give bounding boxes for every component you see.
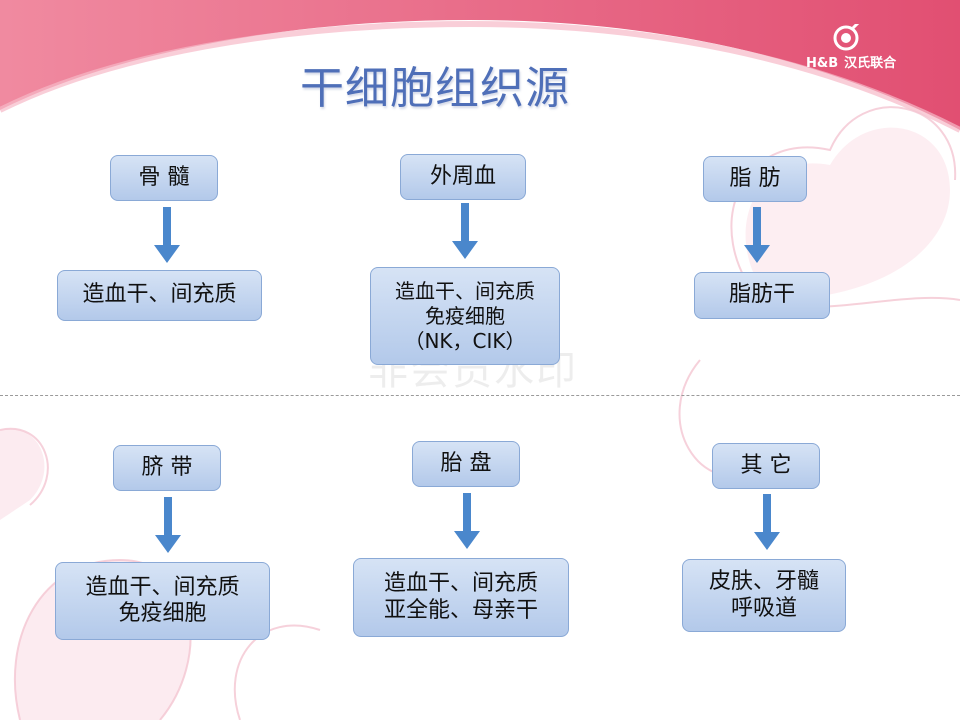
- source-box-umbilical-cord: 脐 带: [113, 445, 221, 491]
- product-line: 呼吸道: [730, 595, 797, 621]
- brand-logo: [833, 24, 860, 51]
- product-box-adipose: 脂肪干: [694, 272, 830, 319]
- product-line: 造血干、间充质: [85, 574, 240, 600]
- product-line: 免疫细胞: [118, 601, 207, 626]
- source-label: 外周血: [429, 163, 496, 189]
- source-label: 其 它: [740, 452, 792, 478]
- product-box-umbilical-cord: 造血干、间充质 免疫细胞: [55, 562, 270, 640]
- page-title: 干细胞组织源: [300, 63, 570, 114]
- source-box-adipose: 脂 肪: [703, 156, 807, 202]
- section-divider: [0, 395, 960, 396]
- product-line: 造血干、间充质: [383, 571, 538, 597]
- product-box-others: 皮肤、牙髓 呼吸道: [682, 559, 846, 632]
- arrow-down-icon: [154, 207, 180, 263]
- arrow-down-icon: [155, 497, 181, 553]
- product-box-peripheral-blood: 造血干、间充质 免疫细胞 （NK，CIK）: [370, 267, 560, 365]
- source-box-placenta: 胎 盘: [412, 441, 520, 487]
- product-box-placenta: 造血干、间充质 亚全能、母亲干: [353, 558, 569, 637]
- product-line: 皮肤、牙髓: [708, 569, 819, 595]
- source-box-peripheral-blood: 外周血: [400, 154, 526, 200]
- product-line: 脂肪干: [728, 282, 795, 308]
- product-line: （NK，CIK）: [404, 328, 526, 353]
- arrow-down-icon: [754, 494, 780, 550]
- source-label: 脐 带: [141, 454, 193, 480]
- brand-name: 汉氏联合: [844, 56, 897, 71]
- source-box-bone-marrow: 骨 髓: [110, 155, 218, 201]
- product-line: 亚全能、母亲干: [383, 597, 538, 623]
- product-line: 造血干、间充质: [395, 278, 535, 303]
- source-label: 脂 肪: [729, 165, 781, 191]
- source-box-others: 其 它: [712, 443, 820, 489]
- brand-mark: H&B: [806, 56, 839, 71]
- product-line: 免疫细胞: [425, 303, 505, 328]
- brand-logo-text: H&B 汉氏联合: [806, 52, 902, 71]
- arrow-down-icon: [452, 203, 478, 259]
- product-box-bone-marrow: 造血干、间充质: [57, 270, 262, 321]
- source-label: 胎 盘: [440, 450, 492, 476]
- arrow-down-icon: [454, 493, 480, 549]
- source-label: 骨 髓: [138, 164, 190, 190]
- product-line: 造血干、间充质: [82, 282, 237, 308]
- arrow-down-icon: [744, 207, 770, 263]
